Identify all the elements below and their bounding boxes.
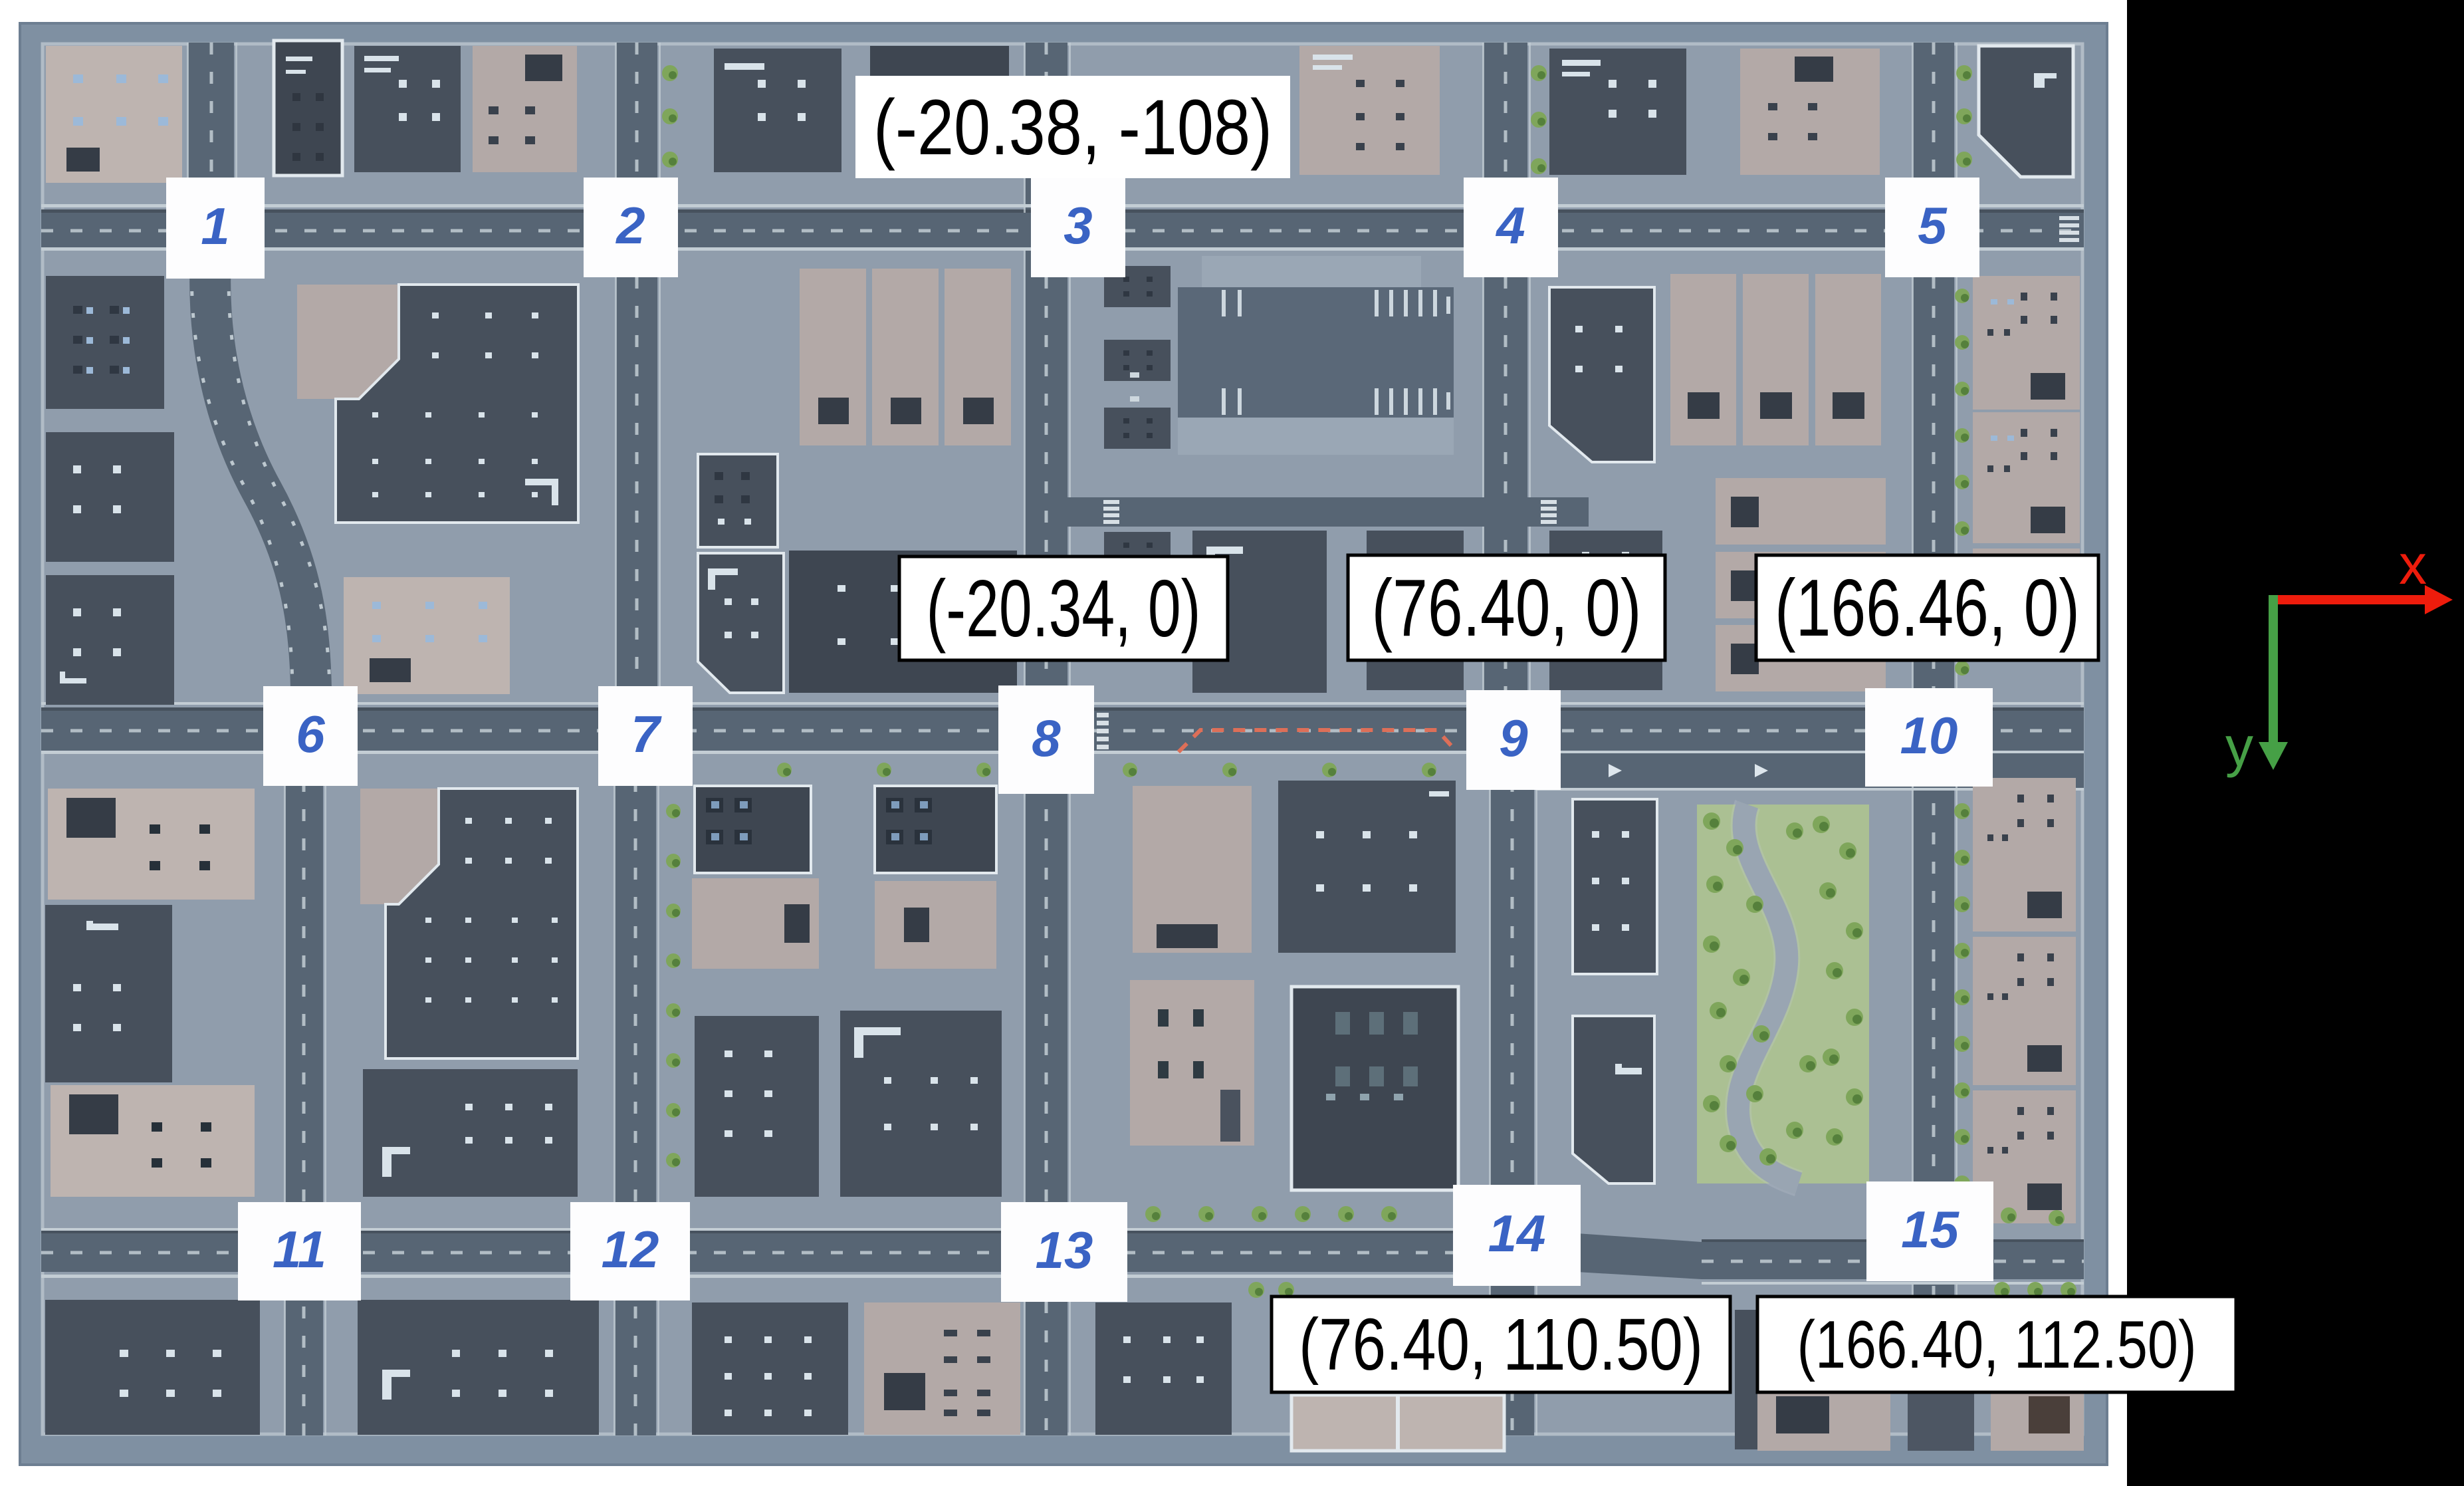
svg-text:(-20.34, 0): (-20.34, 0) <box>927 563 1201 654</box>
svg-text:2: 2 <box>615 196 645 255</box>
svg-text:(76.40, 110.50): (76.40, 110.50) <box>1299 1304 1703 1386</box>
svg-text:5: 5 <box>1918 196 1948 255</box>
svg-text:(-20.38, -108): (-20.38, -108) <box>873 84 1272 172</box>
svg-text:3: 3 <box>1064 196 1092 255</box>
svg-text:y: y <box>2225 715 2253 778</box>
svg-text:12: 12 <box>602 1220 659 1279</box>
svg-text:4: 4 <box>1495 196 1525 255</box>
svg-text:6: 6 <box>296 705 325 763</box>
svg-text:9: 9 <box>1499 709 1528 767</box>
svg-text:7: 7 <box>631 705 662 763</box>
svg-text:1: 1 <box>201 197 229 255</box>
svg-text:14: 14 <box>1488 1204 1546 1263</box>
svg-text:x: x <box>2399 533 2427 596</box>
svg-text:(166.46, 0): (166.46, 0) <box>1775 562 2080 653</box>
svg-text:(76.40, 0): (76.40, 0) <box>1372 562 1642 653</box>
svg-text:11: 11 <box>273 1220 326 1279</box>
svg-text:10: 10 <box>1900 706 1958 765</box>
svg-text:15: 15 <box>1901 1200 1960 1259</box>
svg-text:8: 8 <box>1032 709 1061 767</box>
svg-text:(166.40, 112.50): (166.40, 112.50) <box>1797 1308 2197 1382</box>
svg-text:13: 13 <box>1036 1221 1093 1279</box>
